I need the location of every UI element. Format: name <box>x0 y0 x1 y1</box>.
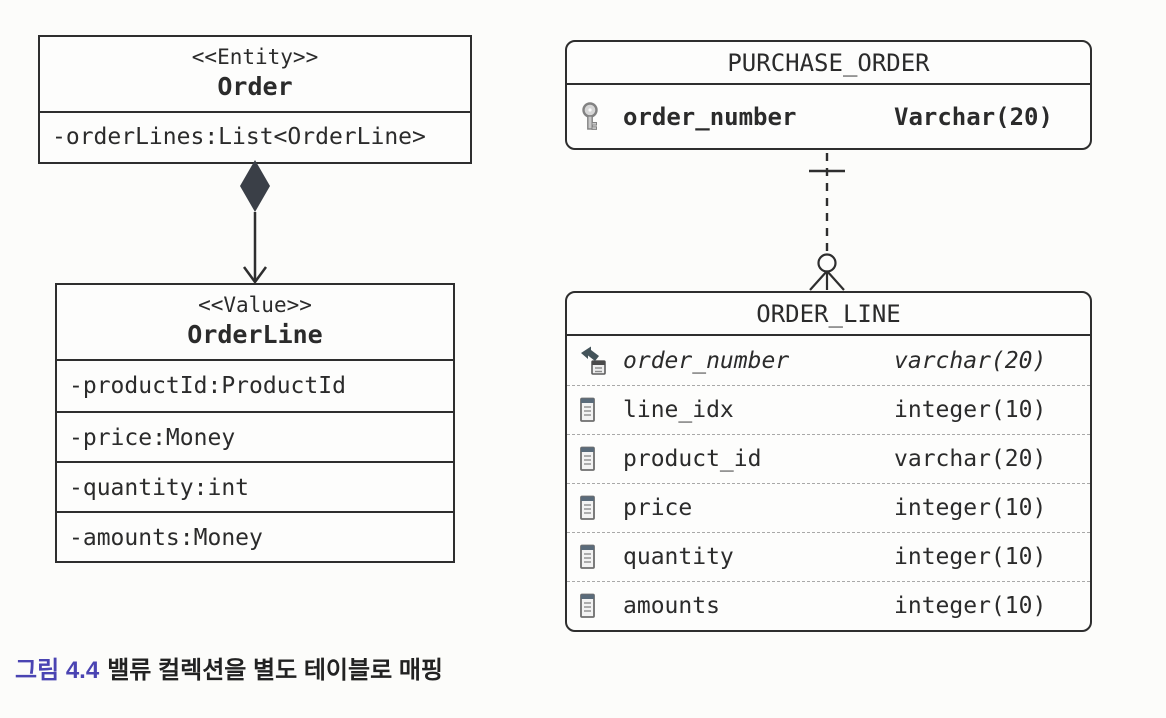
uml-attribute: -orderLines:List<OrderLine> <box>52 124 426 150</box>
column-icon <box>579 495 623 521</box>
primary-key-icon <box>579 101 623 133</box>
column-name: amounts <box>623 593 720 619</box>
column-name: quantity <box>623 544 734 570</box>
uml-class-order: <<Entity>> Order -orderLines:List<OrderL… <box>38 35 472 164</box>
uml-attribute: -productId:ProductId <box>69 373 346 399</box>
column-type: Varchar(20) <box>894 102 1053 131</box>
stereotype-label: <<Value>> <box>198 293 312 317</box>
table-row: product_id varchar(20) <box>567 434 1090 483</box>
class-name: Order <box>217 72 293 101</box>
foreign-key-icon <box>579 345 623 377</box>
cardinality-zero-circle-icon <box>817 253 837 273</box>
one-to-many-connector <box>809 153 845 291</box>
stereotype-label: <<Entity>> <box>191 45 319 69</box>
composition-connector <box>240 160 270 285</box>
column-name: line_idx <box>623 397 734 423</box>
table-name: ORDER_LINE <box>567 293 1090 336</box>
figure-caption-text: 밸류 컬렉션을 별도 테이블로 매핑 <box>107 657 443 684</box>
column-name: product_id <box>623 446 762 472</box>
db-table-purchase-order: PURCHASE_ORDER order_number Varchar(20) <box>565 40 1092 150</box>
uml-class-header: <<Entity>> Order <box>40 37 470 113</box>
column-name: price <box>623 495 693 521</box>
column-type: varchar(20) <box>894 446 1047 472</box>
arrowhead-icon <box>242 266 268 285</box>
table-name: PURCHASE_ORDER <box>567 42 1090 85</box>
uml-attribute: -amounts:Money <box>57 511 453 561</box>
table-row: amounts integer(10) <box>567 581 1090 630</box>
db-table-order-line: ORDER_LINE order_number varchar(20) <box>565 291 1092 632</box>
uml-class-orderline: <<Value>> OrderLine -productId:ProductId… <box>55 283 455 563</box>
column-icon <box>579 544 623 570</box>
crows-foot-icon <box>809 270 845 291</box>
column-name: order_number <box>623 347 790 374</box>
figure-caption: 그림 4.4 밸류 컬렉션을 별도 테이블로 매핑 <box>15 650 443 685</box>
figure-number: 그림 4.4 <box>15 657 100 684</box>
table-row: price integer(10) <box>567 483 1090 532</box>
table-row: quantity integer(10) <box>567 532 1090 581</box>
column-name: order_number <box>623 102 797 131</box>
uml-class-header: <<Value>> OrderLine <box>57 285 453 361</box>
table-row: order_number varchar(20) <box>567 336 1090 385</box>
column-icon <box>579 446 623 472</box>
table-row: order_number Varchar(20) <box>567 85 1090 148</box>
column-type: integer(10) <box>894 495 1047 521</box>
class-name: OrderLine <box>187 320 323 349</box>
column-type: integer(10) <box>894 544 1047 570</box>
composition-diamond-icon <box>240 160 270 212</box>
table-row: line_idx integer(10) <box>567 385 1090 434</box>
uml-attribute: -quantity:int <box>57 461 453 511</box>
column-type: varchar(20) <box>894 347 1047 374</box>
column-type: integer(10) <box>894 397 1047 423</box>
column-icon <box>579 397 623 423</box>
column-icon <box>579 593 623 619</box>
uml-attribute: -price:Money <box>57 411 453 461</box>
column-type: integer(10) <box>894 593 1047 619</box>
